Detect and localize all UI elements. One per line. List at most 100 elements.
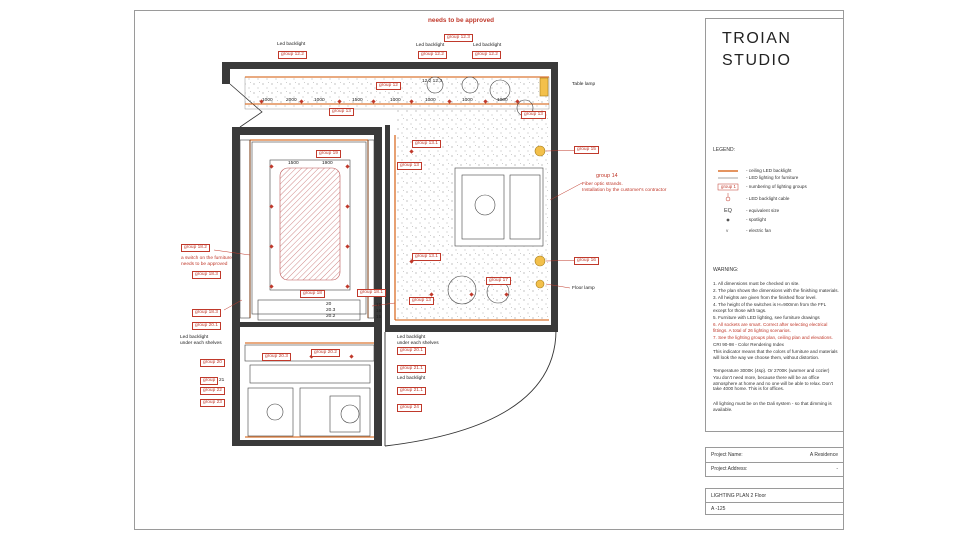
circuit-number: 20 — [326, 302, 332, 307]
group-tag: group 18.2 — [181, 244, 210, 252]
warning-line: 5. Furniture with LED lighting, see furn… — [713, 315, 820, 320]
title-block — [705, 18, 844, 432]
group-tag: group 12.3 — [444, 34, 473, 42]
plan-label: Led backlight — [277, 42, 306, 47]
group-tag: group 20.1 — [397, 347, 426, 355]
legend-item: - numbering of lighting groups — [746, 184, 807, 189]
group-tag: group 21.1 — [397, 387, 426, 395]
plan-label: Table lamp — [572, 82, 596, 87]
switch-note: a switch on the furniture — [181, 256, 232, 261]
legend-item: - LED backlight cable — [746, 196, 790, 201]
studio-name: TROIAN — [722, 30, 792, 47]
group-tag: group 24 — [397, 404, 422, 412]
warning-line: 1. All dimensions must be checked on sit… — [713, 281, 800, 286]
balcony-curve — [384, 329, 557, 447]
circuit-number: 20.2 — [326, 314, 336, 319]
group-tag: group 21.1 — [397, 365, 426, 373]
group-tag: group 18 — [300, 290, 325, 298]
group-tag: group 20 — [200, 359, 225, 367]
plan-label: Led backlight — [397, 335, 426, 340]
group-tag: group 20.1 — [192, 322, 221, 330]
group-tag: group 12.2 — [278, 51, 307, 59]
walls — [222, 62, 558, 446]
plan-label: under each shelves — [180, 341, 222, 346]
group-tag: group 19 — [316, 150, 341, 158]
group-tag: group 22 — [200, 387, 225, 395]
legend-item: - equivalent size — [746, 208, 780, 213]
group-box-icon — [717, 183, 739, 191]
sheet-title: LIGHTING PLAN 2 Floor — [711, 493, 767, 499]
group-tag: group 20.2 — [311, 349, 340, 357]
plan-label: Led backlight — [473, 43, 502, 48]
legend-item: - electric fan — [746, 228, 772, 233]
dimension-label: 1000 — [262, 98, 273, 103]
circuit-number: 15 — [376, 315, 382, 320]
warning-title: WARNING: — [713, 267, 739, 273]
plan-label: Led backlight — [397, 376, 426, 381]
dimension-label: 1000 — [462, 98, 473, 103]
group-tag: group 13 — [329, 108, 354, 116]
fiber-note: Installation by the customer's contracto… — [582, 188, 667, 193]
circuit-number: 21 — [219, 378, 225, 383]
pendant-lamp-icon — [534, 145, 546, 157]
group-tag: group — [200, 377, 219, 385]
plan-label: Led backlight — [180, 335, 209, 340]
project-info-box: Project Name: A Residence Project Addres… — [705, 447, 844, 477]
project-name-value: A Residence — [809, 452, 838, 458]
approval-note: needs to be approved — [428, 17, 495, 24]
bathroom — [244, 344, 375, 437]
furniture — [426, 76, 549, 305]
dimension-label: 1000 — [314, 98, 325, 103]
project-address-value: - — [836, 466, 838, 472]
project-address-label: Project Address: — [711, 466, 748, 472]
group-tag: group 13 — [409, 297, 434, 305]
warning-line: 3. All heights are given from the finish… — [713, 295, 817, 300]
legend-sample: EQ — [724, 208, 732, 214]
group-tag: group 13.1 — [412, 140, 441, 148]
dimension-label: 1000 — [390, 98, 401, 103]
warning-line: 4. The height of the switches is H=900mm… — [713, 302, 826, 313]
warning-line: You don't need more, because there will … — [713, 375, 833, 392]
circuit-number: 16 — [376, 309, 382, 314]
group-tag: group 20.3 — [262, 353, 291, 361]
project-name-label: Project Name: — [711, 452, 743, 458]
cable-icon — [725, 196, 731, 202]
legend-item: - LED lighting for furniture — [746, 175, 799, 180]
group-tag: group 16 — [574, 257, 599, 265]
pendant-lamp-icon — [534, 255, 546, 267]
spotlight-icon — [726, 218, 730, 222]
group-tag: group 12.2 — [418, 51, 447, 59]
dimension-label: 2000 — [286, 98, 297, 103]
dimension-label: 1000 — [425, 98, 436, 103]
warning-line: 6. All sockets are smart. Correct after … — [713, 322, 828, 333]
warning-line: 7. See the lighting groups plan, ceiling… — [713, 335, 833, 340]
dimension-label: 1500 — [352, 98, 363, 103]
warning-line: 2. The plan shows the dimensions with th… — [713, 288, 839, 293]
dimension-label: 1000 — [497, 98, 508, 103]
warning-line: This indicator means that the colors of … — [713, 349, 838, 360]
warning-line: CRI 90-98 - Color Rendering Index — [713, 342, 784, 347]
legend-item: - ceiling LED backlight — [746, 168, 792, 173]
group-tag: group 15 — [574, 146, 599, 154]
sheet-info-box: LIGHTING PLAN 2 Floor A -125 — [705, 488, 844, 515]
switch-note: needs to be approved — [181, 262, 228, 267]
warning-line: All lighting must be on the Dali system … — [713, 401, 832, 412]
legend-item: - spotlight — [746, 217, 766, 222]
circuit-number: 20.3 — [326, 308, 336, 313]
group-tag: group 13 — [397, 162, 422, 170]
sheet-number: A -125 — [711, 506, 726, 512]
plan-label: Led backlight — [416, 43, 445, 48]
dimension-label: 1500 — [288, 161, 299, 166]
group-tag: group 12 — [376, 82, 401, 90]
dimension-label: 1900 — [322, 161, 333, 166]
group-tag: group 13 — [521, 111, 546, 119]
group-tag: group 13.1 — [412, 253, 441, 261]
group-tag: group 23 — [200, 399, 225, 407]
dining-room — [239, 139, 375, 321]
plan-label: under each shelves — [397, 341, 439, 346]
legend-sample: group 1 — [721, 184, 736, 189]
legend-title: LEGEND: — [713, 147, 735, 153]
group-tag: group 17 — [486, 277, 511, 285]
group-tag: group 14 — [596, 173, 618, 179]
circuit-number: 18 — [376, 303, 382, 308]
